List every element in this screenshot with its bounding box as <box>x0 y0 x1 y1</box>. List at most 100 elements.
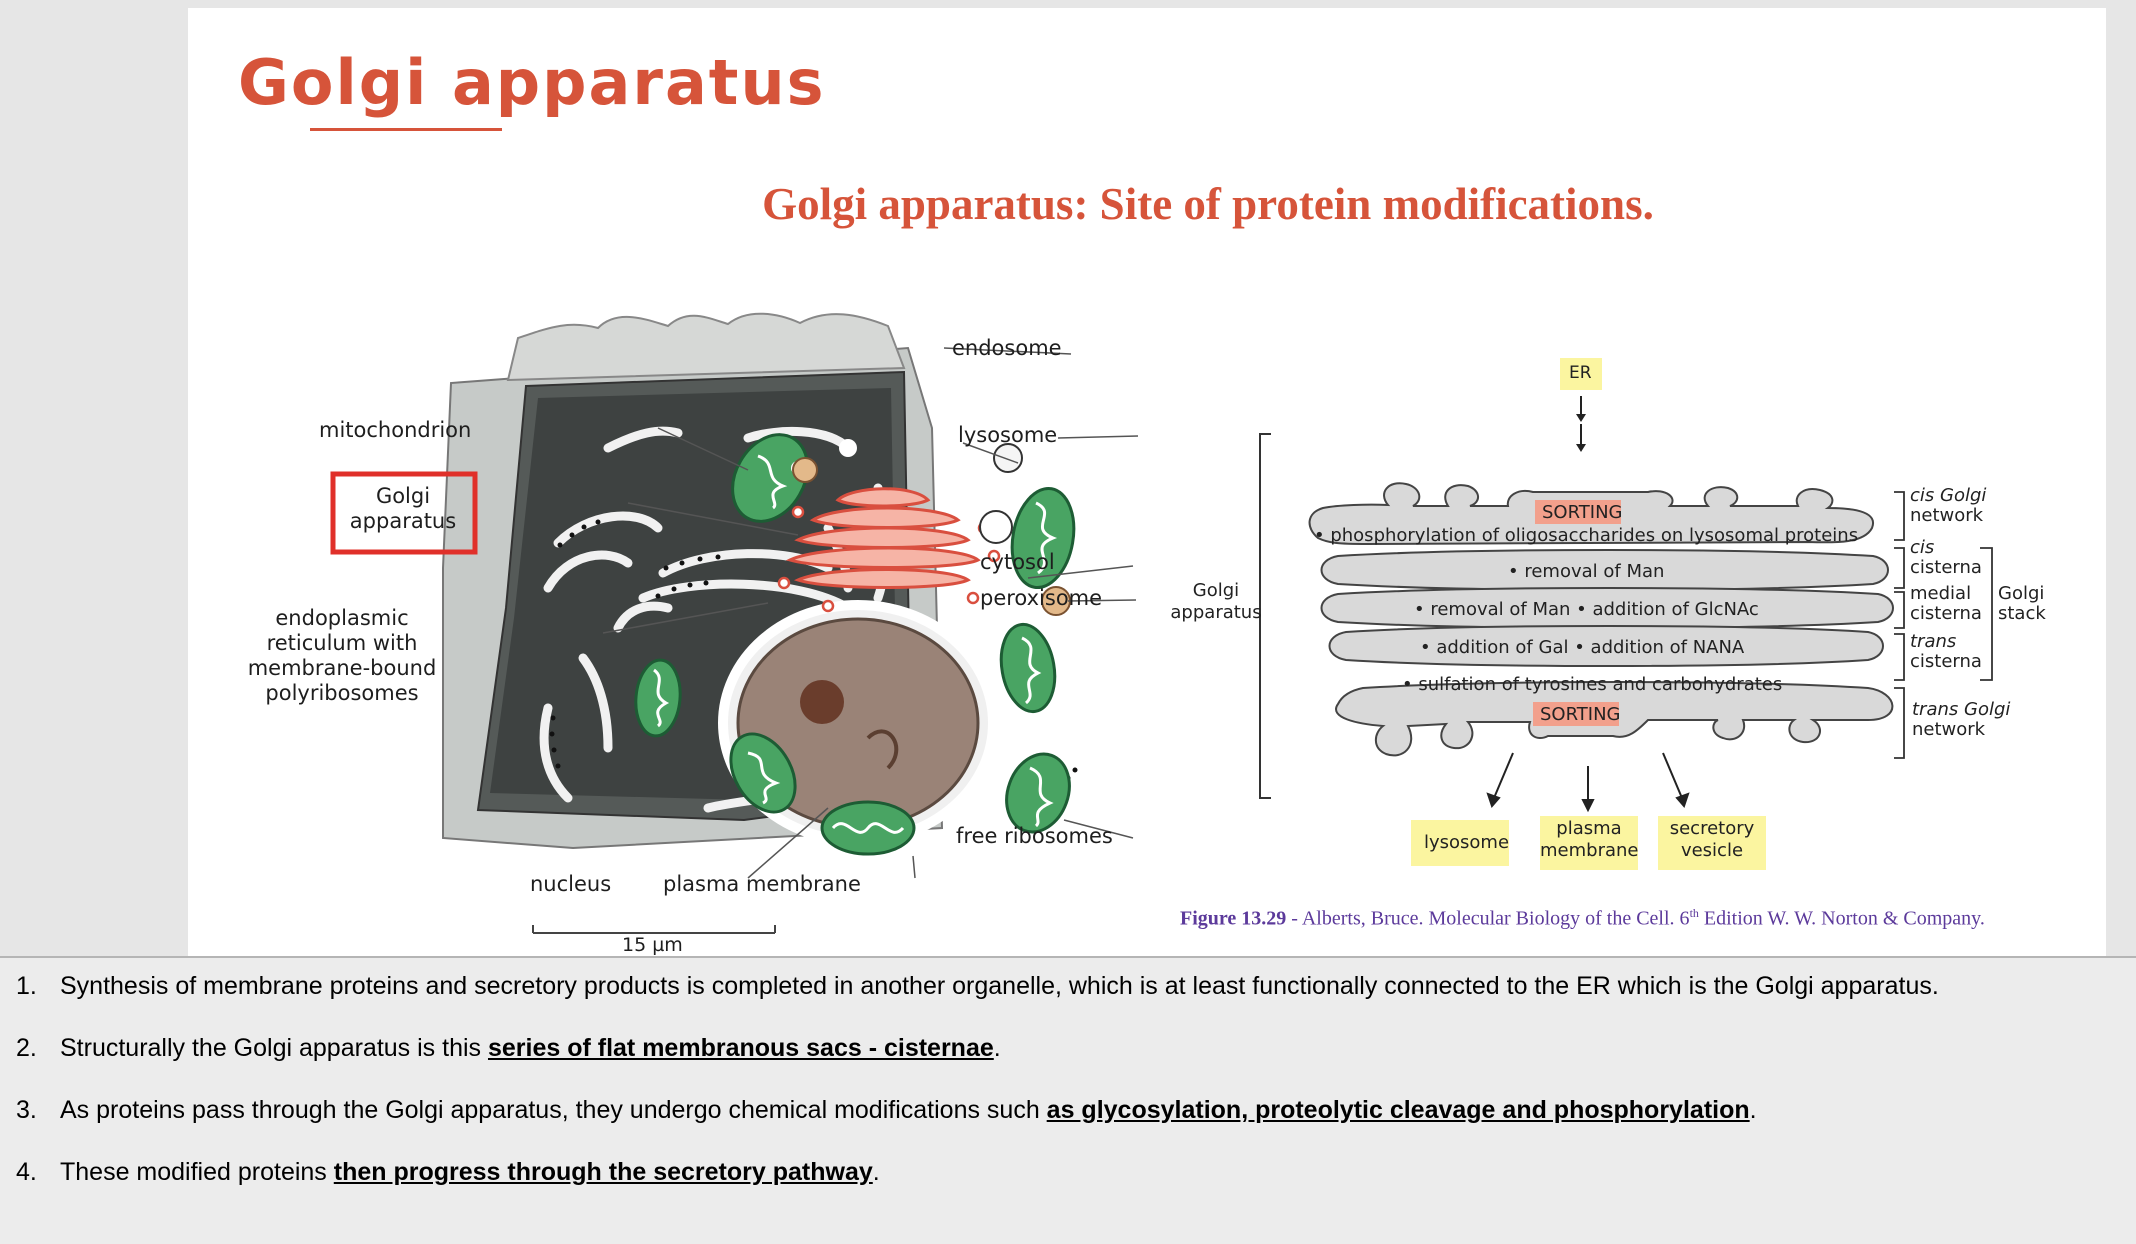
cell-illustration <box>330 312 1139 934</box>
golgi-apparatus-side-label: Golgi apparatus <box>1168 580 1264 624</box>
note-end: . <box>872 1158 880 1186</box>
golgi-stack-line2: stack <box>1998 603 2046 624</box>
note-number: 3. <box>16 1096 37 1124</box>
label-er-line4: polyribosomes <box>265 681 419 705</box>
sorting-box-bottom <box>1533 702 1619 726</box>
secretory-vesicle-line2: vesicle <box>1680 840 1744 861</box>
cis-cisterna-line2: cisterna <box>1910 557 1982 578</box>
golgi-side-line2: apparatus <box>1170 602 1262 623</box>
trans-cisterna-line2: cisterna <box>1910 651 1982 672</box>
destination-plasma-membrane: plasma membrane <box>1540 818 1638 862</box>
cis-golgi-network-line1: cis Golgi <box>1910 485 1987 506</box>
trans-cisterna-line1: trans <box>1910 631 1957 652</box>
note-end: . <box>993 1034 1001 1062</box>
trans-golgi-network-line2: network <box>1912 719 1986 740</box>
golgi-stack-line1: Golgi <box>1998 583 2045 604</box>
slide-subtitle: Golgi apparatus: Site of protein modific… <box>762 179 1654 229</box>
er-box <box>1560 358 1602 390</box>
title-underline <box>310 128 502 131</box>
slide: Golgi apparatus Golgi apparatus: Site of… <box>188 8 2106 956</box>
notes-panel[interactable]: 1. Synthesis of membrane proteins and sec… <box>0 956 2136 1244</box>
trans-golgi-network-line1-text: trans Golgi <box>1912 699 2011 720</box>
mitochondria-cristae <box>652 454 1058 834</box>
cisterna-text-4: • addition of Gal • addition of NANA <box>1420 637 1745 658</box>
note-emphasis: as glycosylation, proteolytic cleavage a… <box>1046 1096 1750 1124</box>
label-free-ribosomes: free ribosomes <box>956 824 1113 848</box>
label-golgi-stack: Golgi stack <box>1998 584 2046 624</box>
medial-cisterna-line1: medial <box>1910 583 1972 604</box>
golgi-stack-diagram <box>1259 358 1993 870</box>
trans-cisterna <box>1328 625 1884 667</box>
secretory-vesicle-box <box>1658 816 1766 870</box>
caption-superscript: th <box>1689 906 1699 920</box>
label-cytosol: cytosol <box>980 550 1055 574</box>
vesicles <box>791 439 1071 616</box>
sorting-label-bottom: SORTING <box>1540 704 1621 725</box>
label-golgi-line1: Golgi <box>375 484 431 508</box>
golgi-side-line1: Golgi <box>1192 580 1240 601</box>
label-endosome: endosome <box>952 336 1062 360</box>
caption-figure-number: Figure 13.29 <box>1180 907 1287 930</box>
medial-cisterna <box>1320 587 1894 629</box>
note-emphasis: series of flat membranous sacs - cistern… <box>487 1034 994 1062</box>
label-medial-cisterna: medial cisterna <box>1910 584 1982 624</box>
label-peroxisome: peroxisome <box>980 586 1103 610</box>
destination-lysosome: lysosome <box>1424 832 1510 853</box>
label-nucleus: nucleus <box>530 872 612 896</box>
slide-title: Golgi apparatus <box>238 46 826 119</box>
exit-arrows <box>1486 752 1690 813</box>
golgi-highlight-box <box>330 471 478 555</box>
caption-text-end: Edition W. W. Norton & Company. <box>1698 907 1985 930</box>
note-text: Synthesis of membrane proteins and secre… <box>60 972 1939 1000</box>
secretory-vesicle-line1: secretory <box>1669 818 1755 839</box>
note-number: 4. <box>16 1158 37 1186</box>
note-number: 2. <box>16 1034 37 1062</box>
label-trans-cisterna: trans cisterna <box>1910 632 1982 672</box>
golgi-stack <box>785 487 981 589</box>
note-number: 1. <box>16 972 37 1000</box>
label-plasma-membrane: plasma membrane <box>663 872 861 896</box>
cisterna-text-5: • sulfation of tyrosines and carbohydrat… <box>1402 674 1783 695</box>
er-label: ER <box>1569 363 1592 383</box>
note-item-4: 4. These modified proteins then progress … <box>16 1158 880 1187</box>
cis-cisterna-line1: cis <box>1910 537 1935 558</box>
label-trans-golgi-network: trans Golgi network <box>1912 700 2010 740</box>
label-cis-cisterna: cis cisterna <box>1910 538 1982 578</box>
plasma-membrane-box <box>1540 816 1638 870</box>
right-brackets <box>1894 491 1993 759</box>
label-er-line2: reticulum with <box>266 631 418 655</box>
cis-golgi-network-line2: network <box>1910 505 1984 526</box>
cis-cisterna <box>1320 549 1889 591</box>
sorting-label-top: SORTING <box>1542 502 1623 523</box>
label-golgi-line2: apparatus <box>349 509 457 533</box>
lysosome-box <box>1411 820 1509 866</box>
note-item-2: 2. Structurally the Golgi apparatus is th… <box>16 1034 1001 1063</box>
sorting-box-top <box>1535 500 1621 524</box>
label-er-line1: endoplasmic <box>275 606 409 630</box>
note-emphasis: then progress through the secretory path… <box>333 1158 873 1186</box>
golgi-apparatus-bracket <box>1259 433 1271 799</box>
note-item-1: 1. Synthesis of membrane proteins and sec… <box>16 972 1939 1001</box>
label-er-line3: membrane-bound <box>247 656 437 680</box>
medial-cisterna-line2: cisterna <box>1910 603 1982 624</box>
label-mitochondrion: mitochondrion <box>319 418 472 442</box>
note-item-3: 3. As proteins pass through the Golgi app… <box>16 1096 1757 1125</box>
leader-lines <box>602 347 1139 879</box>
label-cis-golgi-network: cis Golgi network <box>1910 486 1986 526</box>
cisterna-text-2: • removal of Man <box>1508 561 1665 582</box>
label-golgi-apparatus: Golgi apparatus <box>338 484 468 534</box>
note-end: . <box>1749 1096 1757 1124</box>
caption-text: - Alberts, Bruce. Molecular Biology of t… <box>1286 907 1690 930</box>
label-scale: 15 µm <box>622 934 683 956</box>
destination-secretory-vesicle: secretory vesicle <box>1658 818 1766 862</box>
cisterna-text-1: • phosphorylation of oligosaccharides on… <box>1314 525 1859 546</box>
note-text: Structurally the Golgi apparatus is this <box>60 1034 488 1062</box>
note-text: As proteins pass through the Golgi appar… <box>60 1096 1047 1124</box>
trans-golgi-network-line1: trans Golgi <box>1912 700 2010 720</box>
label-lysosome: lysosome <box>958 423 1058 447</box>
note-text: These modified proteins <box>60 1158 334 1186</box>
plasma-membrane-line2: membrane <box>1540 840 1639 861</box>
scale-bar <box>532 925 776 934</box>
label-endoplasmic-reticulum: endoplasmic reticulum with membrane-boun… <box>242 606 442 706</box>
cisterna-text-3: • removal of Man • addition of GlcNAc <box>1414 599 1759 620</box>
